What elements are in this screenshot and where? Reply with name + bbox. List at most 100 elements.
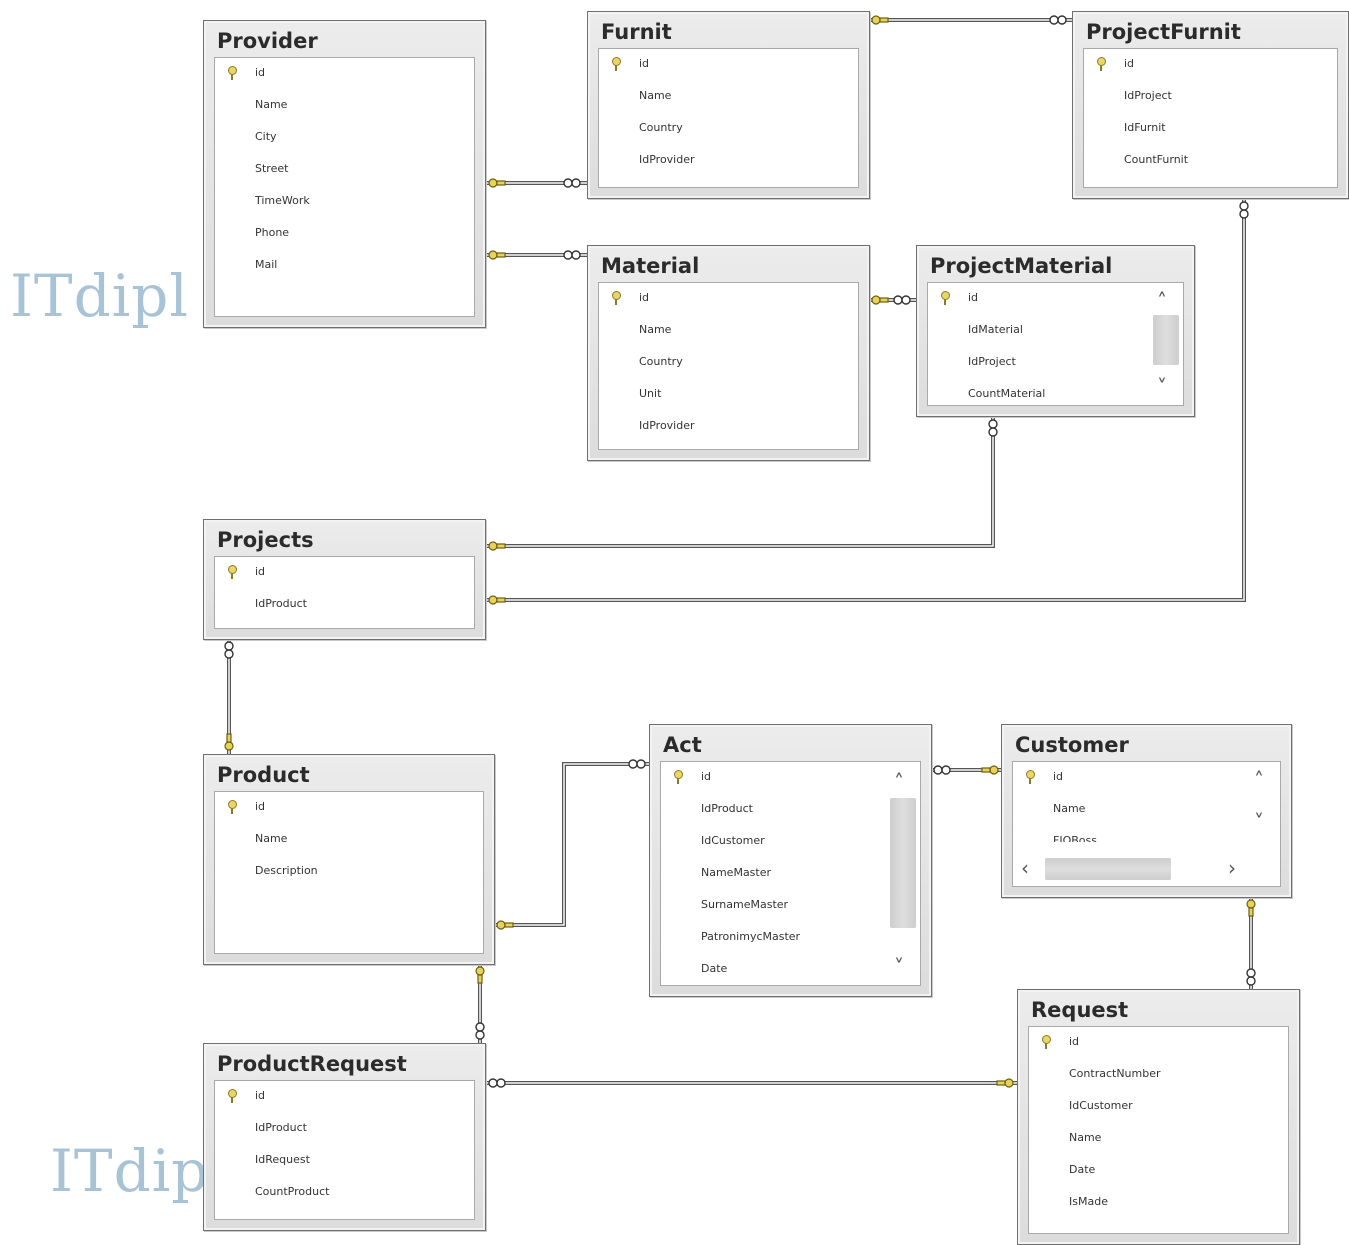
table-productrequest[interactable]: ProductRequest id IdProduct IdRequest Co…	[203, 1043, 486, 1231]
field-row[interactable]: CountProduct	[215, 1177, 474, 1209]
field-row[interactable]: id	[215, 1081, 474, 1113]
field-name: Date	[701, 962, 728, 975]
field-row[interactable]: City	[215, 122, 474, 154]
field-row[interactable]: Mail	[215, 250, 474, 282]
scroll-up-icon[interactable]: ˄	[1157, 289, 1167, 313]
field-row[interactable]: TimeWork	[215, 186, 474, 218]
field-row[interactable]: IdProject	[928, 347, 1183, 379]
scroll-left-icon[interactable]: ‹	[1021, 856, 1029, 880]
field-row[interactable]: IdProduct	[661, 794, 920, 826]
scroll-up-icon[interactable]: ˄	[894, 770, 904, 794]
scroll-up-icon[interactable]: ˄	[1254, 768, 1264, 792]
table-title: Furnit	[601, 20, 672, 44]
table-product[interactable]: Product id Name Description	[203, 754, 495, 965]
field-row[interactable]: id	[215, 792, 483, 824]
scroll-thumb[interactable]	[1153, 315, 1179, 365]
field-row[interactable]: IsMade	[1029, 1187, 1288, 1219]
primary-key-icon	[611, 57, 621, 71]
field-row[interactable]: Date	[1029, 1155, 1288, 1187]
table-customer[interactable]: Customer id Name FIOBoss ˄ ˅ ‹ ›	[1001, 724, 1292, 898]
table-projectmaterial[interactable]: ProjectMaterial id IdMaterial IdProject …	[916, 245, 1195, 417]
table-projects[interactable]: Projects id IdProduct	[203, 519, 486, 640]
primary-key-icon	[227, 800, 237, 814]
field-row[interactable]: Unit	[599, 379, 858, 411]
field-row[interactable]: IdProduct	[215, 1113, 474, 1145]
table-projectfurnit[interactable]: ProjectFurnit id IdProject IdFurnit Coun…	[1072, 11, 1349, 199]
field-row[interactable]: Name	[599, 81, 858, 113]
field-row[interactable]: IdFurnit	[1084, 113, 1337, 145]
key-end-icon	[871, 295, 889, 305]
field-row[interactable]: Name	[215, 90, 474, 122]
field-row[interactable]: Street	[215, 154, 474, 186]
scroll-thumb[interactable]	[1045, 858, 1171, 880]
field-name: Mail	[255, 258, 278, 271]
field-row[interactable]: id	[599, 49, 858, 81]
scroll-down-icon[interactable]: ˅	[894, 955, 904, 979]
table-furnit[interactable]: Furnit id Name Country IdProvider	[587, 11, 870, 199]
field-row[interactable]: IdCustomer	[661, 826, 920, 858]
scroll-down-icon[interactable]: ˅	[1254, 810, 1264, 834]
infinity-icon	[488, 1078, 506, 1088]
field-row[interactable]: id	[1013, 762, 1280, 794]
horizontal-scrollbar[interactable]: ‹ ›	[1013, 852, 1246, 886]
field-row[interactable]: id	[928, 283, 1183, 315]
table-title: Request	[1031, 998, 1129, 1022]
field-name: Country	[639, 121, 683, 134]
field-row[interactable]: IdProvider	[599, 411, 858, 443]
scroll-thumb[interactable]	[890, 798, 916, 928]
field-name: PatronimycMaster	[701, 930, 801, 943]
table-material[interactable]: Material id Name Country Unit IdProvider	[587, 245, 870, 461]
field-row[interactable]: IdProject	[1084, 81, 1337, 113]
field-row[interactable]: Name	[1013, 794, 1280, 826]
field-row[interactable]: IdProvider	[599, 145, 858, 177]
field-row[interactable]: Name	[215, 824, 483, 856]
field-row[interactable]: Phone	[215, 218, 474, 250]
field-row[interactable]: id	[661, 762, 920, 794]
field-row[interactable]: Description	[215, 856, 483, 888]
field-name: id	[639, 291, 650, 304]
scroll-right-icon[interactable]: ›	[1228, 856, 1236, 880]
field-row[interactable]: IdRequest	[215, 1145, 474, 1177]
field-name: IdProject	[1124, 89, 1172, 102]
primary-key-icon	[227, 1089, 237, 1103]
field-row[interactable]: SurnameMaster	[661, 890, 920, 922]
field-row[interactable]: id	[599, 283, 858, 315]
key-end-icon	[488, 178, 506, 188]
watermark-bottom: ITdip	[50, 1137, 210, 1205]
field-row[interactable]: Country	[599, 347, 858, 379]
key-end-icon	[488, 595, 506, 605]
field-row[interactable]: PatronimycMaster	[661, 922, 920, 954]
table-provider[interactable]: Provider id Name City Street TimeWork Ph…	[203, 20, 486, 328]
table-request[interactable]: Request id ContractNumber IdCustomer Nam…	[1017, 989, 1300, 1245]
field-row[interactable]: FIOBoss	[1013, 826, 1280, 842]
field-row[interactable]: id	[1029, 1027, 1288, 1059]
field-row[interactable]: NameMaster	[661, 858, 920, 890]
infinity-icon	[933, 765, 951, 775]
field-name: id	[255, 66, 266, 79]
key-end-icon	[488, 250, 506, 260]
field-row[interactable]: id	[1084, 49, 1337, 81]
table-title: Projects	[217, 528, 314, 552]
field-row[interactable]: Name	[599, 315, 858, 347]
field-name: Phone	[255, 226, 290, 239]
field-row[interactable]: IdCustomer	[1029, 1091, 1288, 1123]
vertical-scrollbar[interactable]: ˄ ˅	[1246, 762, 1280, 852]
field-row[interactable]: IdMaterial	[928, 315, 1183, 347]
table-act[interactable]: Act id IdProduct IdCustomer NameMaster S…	[649, 724, 932, 997]
field-name: ContractNumber	[1069, 1067, 1161, 1080]
infinity-icon	[1246, 968, 1256, 986]
scroll-down-icon[interactable]: ˅	[1157, 375, 1167, 399]
field-row[interactable]: IdProduct	[215, 589, 474, 621]
vertical-scrollbar[interactable]: ˄ ˅	[1149, 283, 1183, 405]
field-row[interactable]: CountFurnit	[1084, 145, 1337, 177]
field-row[interactable]: id	[215, 557, 474, 589]
field-row[interactable]: Country	[599, 113, 858, 145]
vertical-scrollbar[interactable]: ˄ ˅	[886, 762, 920, 985]
field-row[interactable]: Name	[1029, 1123, 1288, 1155]
field-name: Name	[639, 323, 672, 336]
field-row[interactable]: CountMaterial	[928, 379, 1183, 411]
field-row[interactable]: Date	[661, 954, 920, 986]
field-row[interactable]: id	[215, 58, 474, 90]
field-row[interactable]: ContractNumber	[1029, 1059, 1288, 1091]
table-title: Material	[601, 254, 700, 278]
